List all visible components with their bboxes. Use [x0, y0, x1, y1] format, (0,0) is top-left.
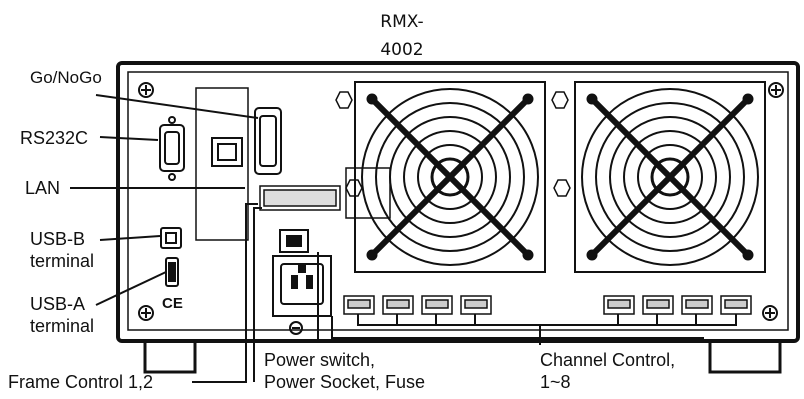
channel-bus-top	[357, 314, 737, 326]
power-socket	[272, 255, 332, 317]
go-nogo-connector	[254, 107, 282, 175]
frame-control-leader-2	[253, 207, 262, 382]
ce-mark: CE	[162, 295, 183, 312]
usb-a-leader	[95, 271, 167, 306]
channel-bus-bottom	[331, 316, 704, 339]
cooling-fan-right	[574, 81, 766, 273]
chassis-inner-border	[127, 71, 789, 331]
power-label-line1: Power switch,	[264, 350, 376, 370]
frame-control-label: Frame Control 1,2	[8, 372, 154, 392]
lan-label: LAN	[25, 178, 61, 198]
channel-label-line2: 1~8	[540, 372, 571, 392]
power-switch-rocker	[286, 235, 302, 247]
power-label-line2: Power Socket, Fuse	[264, 372, 426, 392]
usb-a-label-line2: terminal	[30, 316, 95, 336]
mounting-hole	[335, 91, 571, 197]
usb-b-label-line2: terminal	[30, 251, 95, 271]
usb-b-leader	[99, 235, 161, 241]
model-title-line2: 4002	[380, 40, 424, 60]
power-switch	[279, 229, 309, 253]
usb-a-label-line1: USB-A	[30, 294, 86, 314]
go-nogo-leader	[95, 94, 259, 119]
interface-plate	[195, 87, 249, 241]
usb-b-label-line1: USB-B	[30, 229, 86, 249]
model-title: RMX- 4002	[362, 8, 442, 64]
lan-port	[211, 137, 243, 167]
frame-control-leader	[192, 203, 258, 383]
rs232c-leader	[99, 136, 159, 141]
rs232c-port	[159, 116, 185, 181]
usb-b-port	[160, 227, 182, 249]
model-title-line1: RMX-	[380, 12, 424, 32]
callout-lines	[70, 94, 737, 383]
frame-control-connector	[259, 167, 391, 219]
go-nogo-label: Go/NoGo	[30, 68, 102, 87]
corner-screw-icon	[138, 82, 784, 335]
rs232c-label: RS232C	[20, 128, 89, 148]
cooling-fan-left	[354, 81, 546, 273]
channel-label-line1: Channel Control,	[540, 350, 676, 370]
